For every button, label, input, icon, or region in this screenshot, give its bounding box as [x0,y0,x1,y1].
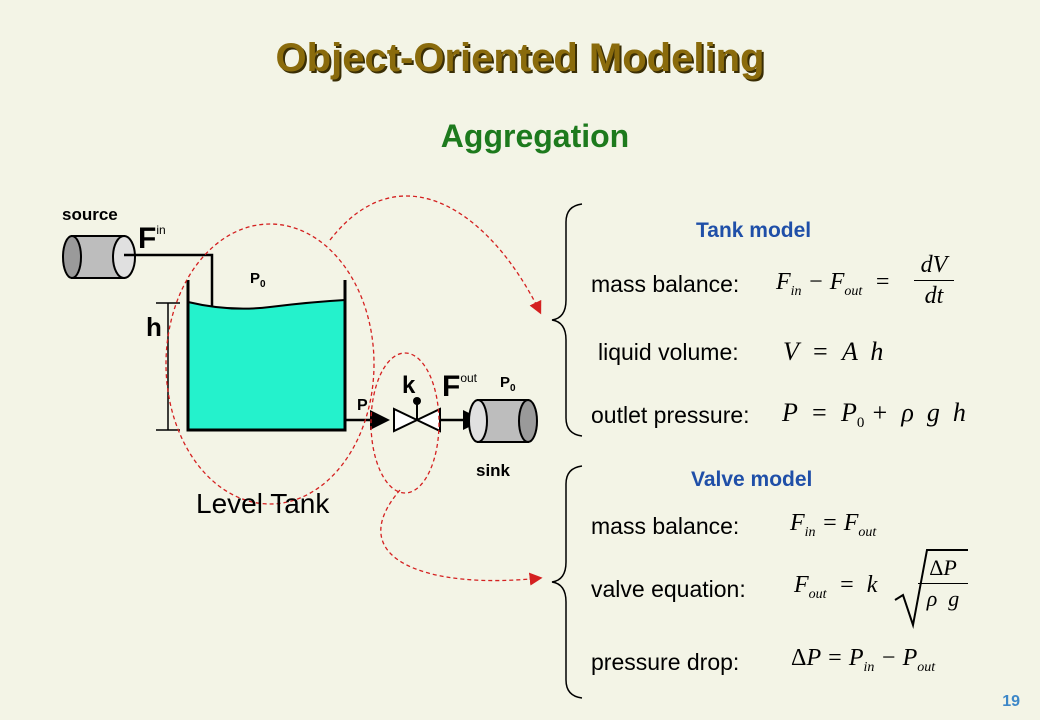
outlet-pressure-equation: P = P0 + ρ g h [782,398,966,432]
page-number: 19 [1002,693,1020,710]
liquid-volume-label: liquid volume: [598,339,739,365]
valve-equation: Fout = k [794,572,878,602]
valve-model-header: Valve model [691,468,813,491]
valve-model-brace [551,465,583,699]
tank-mass-balance-equation: Fin − Fout = [776,269,891,299]
valve-mass-balance-equation: Fin = Fout [790,510,877,540]
sink-cylinder [468,399,538,443]
p0-label-tank: P0 [250,270,266,290]
tank-liquid [188,300,345,430]
outlet-pressure-label: outlet pressure: [591,402,750,428]
tank-model-header: Tank model [696,219,812,242]
level-tank-caption: Level Tank [196,488,330,519]
slide-title: Object-Oriented Modeling [275,36,765,80]
tank-boundary-ellipse [165,223,375,505]
valve-connector-curve [380,489,543,586]
dv-dt-fraction: dV dt [914,250,954,311]
liquid-surface [187,299,346,310]
slide-subtitle: Aggregation [440,118,630,154]
tank-mass-balance-label: mass balance: [591,271,740,297]
fout-label: Fout [442,370,478,403]
p0-label-sink: P0 [500,374,516,394]
valve-equation-radicand: ΔP ρ g [918,553,968,614]
valve [393,397,441,433]
k-label: k [402,372,416,399]
p-label: P [357,397,368,414]
tank-connector-curve [329,195,542,315]
valve-boundary-ellipse [370,352,440,494]
sink-label: sink [476,461,511,480]
source-label: source [62,205,118,224]
valve-mass-balance-label: mass balance: [591,513,740,539]
height-label: h [146,312,162,342]
fin-label: Fin [138,222,166,255]
valve-equation-label: valve equation: [591,576,746,602]
tank-model-brace [551,203,583,437]
liquid-volume-equation: V = A h [783,337,884,366]
pressure-drop-equation: ΔP = Pin − Pout [791,645,936,675]
height-marker [156,302,180,431]
pressure-drop-label: pressure drop: [591,649,740,675]
source-cylinder [62,235,136,279]
tank-walls [186,280,347,432]
sqrt-symbol [894,549,968,629]
